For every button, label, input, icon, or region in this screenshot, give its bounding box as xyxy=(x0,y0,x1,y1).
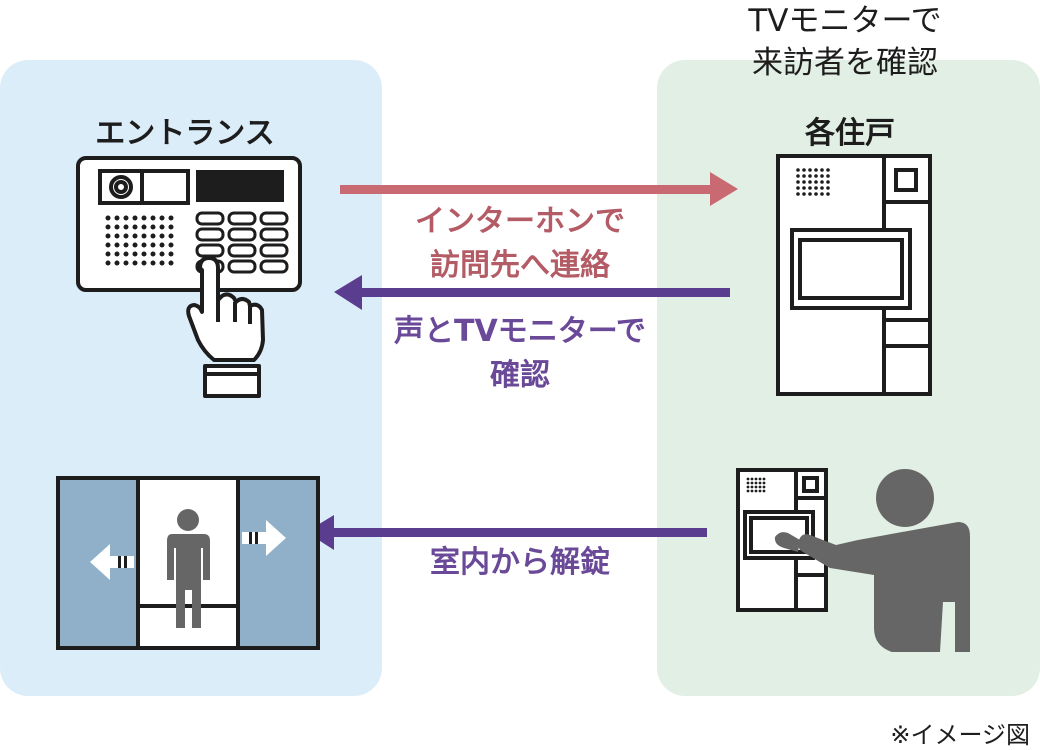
confirm-visitor-text: 声とTVモニターで 確認 xyxy=(365,310,675,398)
tv-monitor-caption: TVモニターで 来訪者を確認 xyxy=(680,0,1010,84)
resident-silhouette-icon xyxy=(774,469,970,652)
confirm-text-line1: 声とTVモニターで xyxy=(394,314,646,349)
call-text-line1: インターホンで xyxy=(415,204,625,239)
call-visitor-text: インターホンで 訪問先へ連絡 xyxy=(380,200,660,288)
call-arrow xyxy=(340,172,738,206)
unlock-text: 室内から解錠 xyxy=(430,545,610,580)
residence-title: 各住戸 xyxy=(805,116,895,151)
confirm-arrow xyxy=(334,275,730,310)
person-icon xyxy=(167,509,210,628)
call-text-line2: 訪問先へ連絡 xyxy=(430,248,610,283)
image-footnote: ※イメージ図 xyxy=(890,721,1030,749)
entrance-intercom-panel-icon xyxy=(76,156,302,292)
pressing-hand-icon xyxy=(186,256,265,398)
tv-caption-line1: TVモニターで xyxy=(748,3,942,39)
entrance-title: エントランス xyxy=(95,116,275,151)
confirm-text-line2: 確認 xyxy=(490,358,550,393)
tv-caption-line2: 来訪者を確認 xyxy=(752,45,938,81)
indoor-monitor-icon xyxy=(776,154,932,396)
